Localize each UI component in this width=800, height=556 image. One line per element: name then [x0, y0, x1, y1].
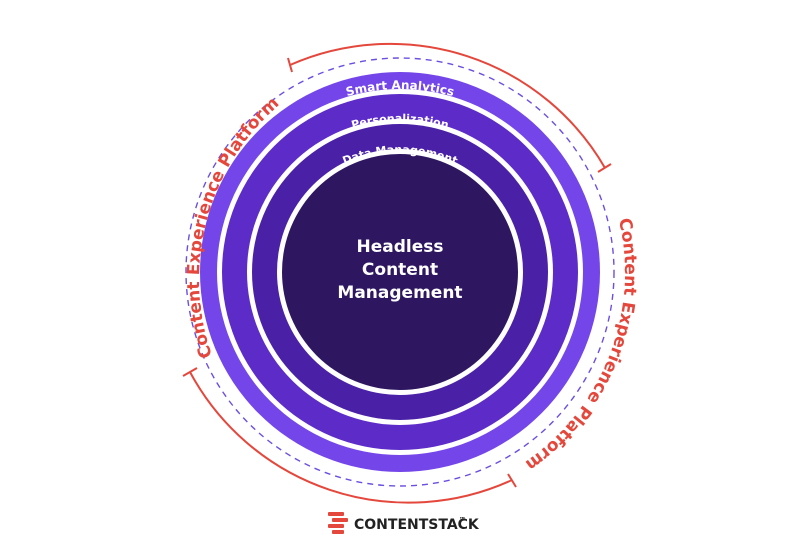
core-circle: [282, 154, 518, 390]
brand-trademark: ™: [459, 516, 466, 524]
outer-arc-bottom-tick-left: [182, 367, 198, 377]
outer-arc-top-tick-right: [597, 163, 612, 173]
core-line-2: Content: [362, 260, 438, 280]
ring-label-personalization: Personalization: [350, 112, 450, 132]
ring-label-smart-analytics: Smart Analytics: [344, 78, 455, 99]
outer-arc-top: [289, 42, 606, 169]
contentstack-logo-icon: [328, 512, 348, 534]
core-line-1: Headless: [357, 237, 444, 257]
brand-name: CONTENTSTACK: [354, 517, 480, 533]
outer-arc-bottom-tick-right: [507, 473, 517, 488]
outer-arc-lines: [182, 42, 612, 504]
contentstack-logo: CONTENTSTACK ™: [328, 512, 480, 534]
outer-arc-top-tick-left: [287, 57, 293, 73]
dashed-boundary-circle: [185, 57, 615, 487]
core-line-3: Management: [337, 283, 462, 303]
outer-arc-bottom: [189, 371, 513, 504]
